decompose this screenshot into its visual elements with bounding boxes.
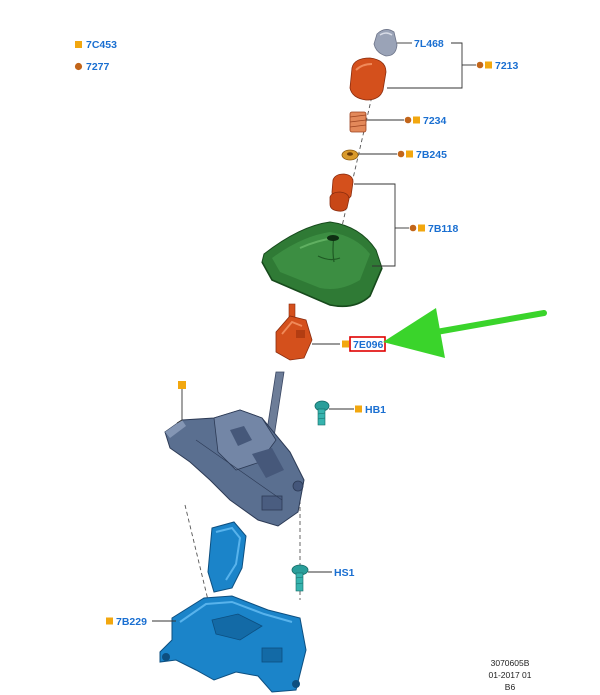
marker-circle-7b245 xyxy=(397,150,405,158)
legend-circle-marker xyxy=(74,62,83,71)
boot-retainer-upper-part xyxy=(329,173,354,212)
legend: 7C453 7277 xyxy=(74,39,117,73)
marker-square-housing xyxy=(178,381,186,389)
marker-square-7b118 xyxy=(418,224,425,232)
marker-square-hb1 xyxy=(355,405,362,413)
leader-7213 xyxy=(387,42,463,89)
callout-7b118: 7B118 xyxy=(428,223,459,235)
callout-7e096: 7E096 xyxy=(353,339,384,351)
reference-code: 3070605B xyxy=(491,658,530,668)
highlight-arrow xyxy=(383,308,547,358)
legend-square-marker xyxy=(75,41,82,48)
shift-lever-component-part xyxy=(275,303,313,361)
marker-circle-7b118 xyxy=(409,224,417,232)
marker-circle-7234 xyxy=(404,116,412,124)
marker-square-7e096 xyxy=(342,340,349,348)
assembly-axis-lower-left xyxy=(184,504,209,601)
nut-part xyxy=(341,149,359,161)
spring-part xyxy=(349,111,367,133)
bolt-hs1-part xyxy=(291,564,309,592)
marker-circle-7213 xyxy=(476,61,484,69)
legend-label-7c453: 7C453 xyxy=(86,39,117,51)
marker-square-7b229 xyxy=(106,617,113,625)
callout-7b245: 7B245 xyxy=(416,149,447,161)
callout-hs1: HS1 xyxy=(334,567,355,579)
legend-label-7277: 7277 xyxy=(86,61,110,73)
shift-knob-part xyxy=(349,57,387,101)
reference-block: 3070605B 01-2017 01 B6 xyxy=(488,658,531,692)
knob-insert-part xyxy=(373,29,398,57)
shifter-housing-part xyxy=(164,409,305,527)
marker-square-7234 xyxy=(413,116,420,124)
reference-date: 01-2017 01 xyxy=(488,670,531,680)
callout-7l468: 7L468 xyxy=(414,38,444,50)
callout-7213: 7213 xyxy=(495,60,519,72)
leader-7b118 xyxy=(354,183,396,267)
marker-square-7213 xyxy=(485,61,492,69)
callout-7234: 7234 xyxy=(423,115,447,127)
leader-housing xyxy=(176,389,183,424)
shift-boot-part xyxy=(261,221,383,308)
bracket-part xyxy=(159,521,307,693)
callout-7b229: 7B229 xyxy=(116,616,147,628)
marker-square-7b245 xyxy=(406,150,413,158)
highlight-box-7e096 xyxy=(349,336,386,352)
callout-hb1: HB1 xyxy=(365,404,386,416)
bolt-hb1-part xyxy=(314,400,330,426)
reference-revision: B6 xyxy=(505,682,516,692)
